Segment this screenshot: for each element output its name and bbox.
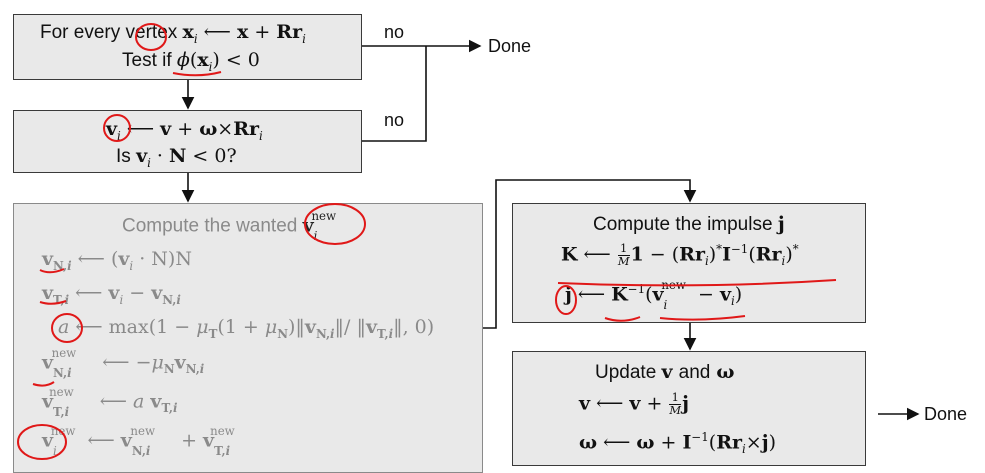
new-normal-velocity-line: vN,inew ⟵ −μNvN,i (42, 346, 205, 381)
update-title: Update v and ω (595, 361, 735, 383)
vertex-velocity-line: vi ⟵ v + ω×Rri (106, 118, 263, 143)
new-velocity-sum-line: vinew ⟵ vN,inew + vT,inew (42, 424, 235, 459)
no-label-top: no (384, 22, 405, 42)
normal-component-line: vN,i ⟵ (vi · N)N (42, 248, 192, 273)
done-label-bottom: Done (924, 404, 968, 424)
done-label-top: Done (488, 36, 532, 56)
angular-velocity-update-line: ω ⟵ ω + I−1(Rri×j) (579, 430, 776, 457)
new-tangential-velocity-line: vT,inew ⟵ a vT,i (42, 385, 178, 420)
friction-coefficient-line: a ⟵ max(1 − μT(1 + μN)‖vN,i‖/ ‖vT,i‖, 0) (58, 316, 435, 341)
normal-velocity-test-line: Is vi · N < 0? (116, 145, 237, 170)
wanted-velocity-box: Compute the wanted vinew vN,i ⟵ (vi · N)… (13, 203, 483, 473)
impulse-solve-line: j ⟵ K−1(vinew − vi) (565, 278, 743, 313)
velocity-test-box: vi ⟵ v + ω×Rri Is vi · N < 0? (13, 110, 362, 173)
no-label-second: no (384, 110, 405, 130)
vertex-loop-box: For every vertex xi ⟵ x + Rri Test if ϕ(… (13, 14, 362, 80)
sdf-test-line: Test if ϕ(xi) < 0 (122, 49, 260, 74)
tangential-component-line: vT,i ⟵ vi − vN,i (42, 282, 181, 307)
vertex-loop-line: For every vertex xi ⟵ x + Rri (40, 21, 306, 46)
wanted-velocity-title: Compute the wanted vinew (122, 209, 337, 244)
impulse-title: Compute the impulse j (593, 213, 785, 235)
